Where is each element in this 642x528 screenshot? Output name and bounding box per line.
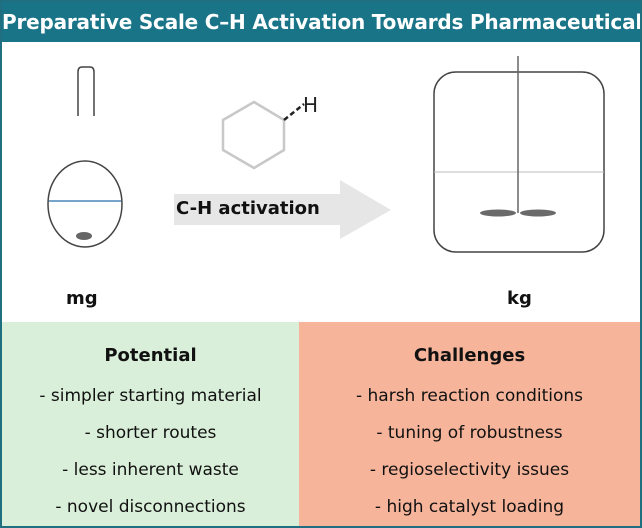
scale-up-diagram: H C-H activation mg kg	[2, 42, 640, 322]
list-item: - regioselectivity issues	[369, 460, 570, 480]
diagram-svg: H	[47, 56, 605, 253]
challenges-panel: Challenges - harsh reaction conditions -…	[299, 322, 640, 526]
stir-bar-icon	[76, 232, 92, 240]
list-item: - simpler starting material	[39, 386, 262, 406]
impeller-blade-left	[480, 209, 516, 217]
impeller-blade-right	[520, 209, 556, 217]
scale-label-mg: mg	[66, 288, 98, 309]
potential-list: - simpler starting material - shorter ro…	[2, 378, 299, 526]
challenges-heading: Challenges	[413, 345, 526, 366]
ch-bond-dashed	[283, 103, 305, 121]
list-item: - harsh reaction conditions	[355, 386, 584, 406]
list-item: - less inherent waste	[62, 460, 239, 480]
reactor-vessel-icon	[433, 56, 605, 253]
list-item: - novel disconnections	[55, 497, 246, 517]
arrow-label: C-H activation	[176, 198, 320, 219]
list-item: - shorter routes	[84, 423, 217, 443]
challenges-list: - harsh reaction conditions - tuning of …	[299, 378, 640, 526]
scale-label-kg: kg	[507, 288, 532, 309]
hydrogen-atom-label: H	[303, 93, 318, 117]
arrow-icon	[174, 180, 391, 239]
potential-heading: Potential	[104, 345, 197, 366]
cyclohexane-icon	[221, 100, 305, 170]
list-item: - tuning of robustness	[376, 423, 563, 443]
list-item: - high catalyst loading	[374, 497, 565, 517]
potential-panel: Potential - simpler starting material - …	[2, 322, 299, 526]
round-bottom-flask-icon	[47, 66, 123, 248]
figure-title: Preparative Scale C–H Activation Towards…	[2, 2, 640, 42]
